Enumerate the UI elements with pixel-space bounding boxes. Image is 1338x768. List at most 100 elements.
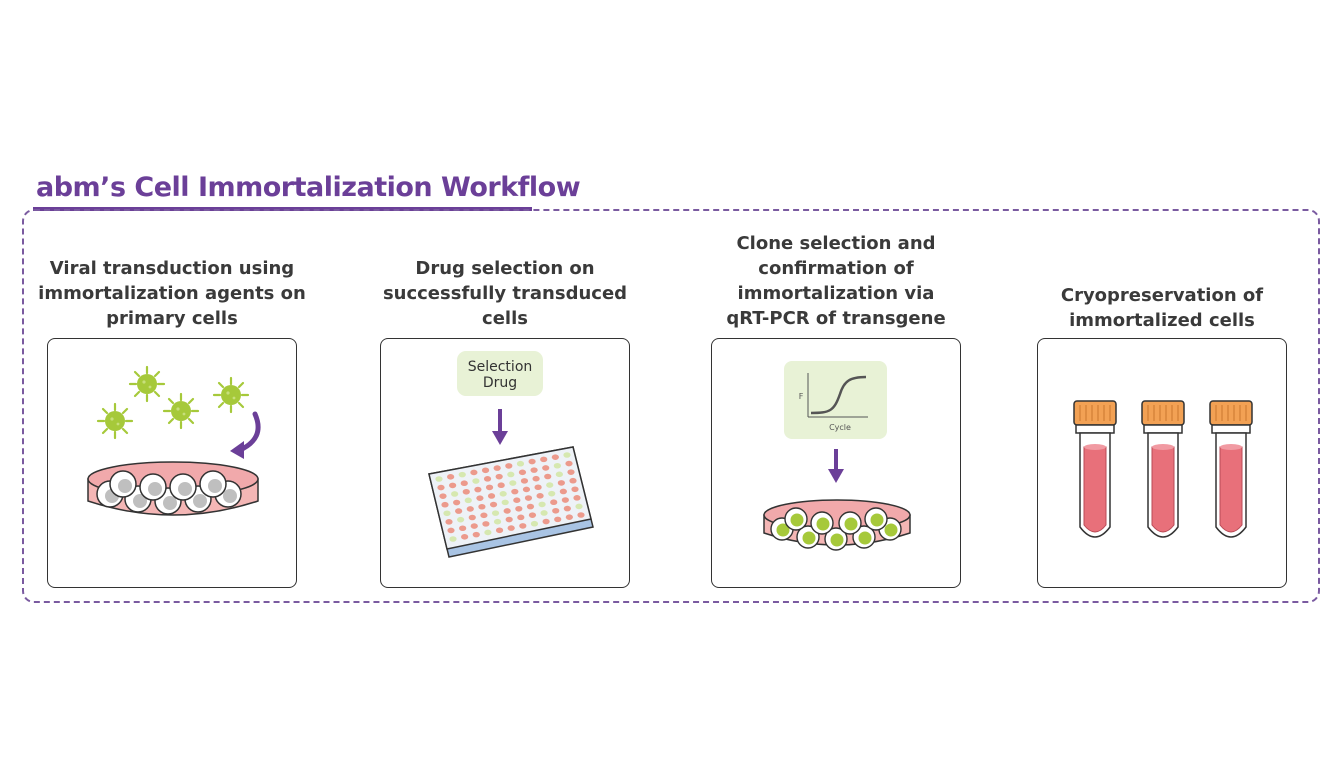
- well: [577, 512, 585, 518]
- drug-selection-illustration: Selection Drug: [428, 351, 594, 558]
- box-text-1: Selection: [468, 359, 533, 375]
- well: [464, 497, 472, 504]
- well: [517, 514, 525, 521]
- well: [507, 471, 515, 478]
- virus-icon: [128, 365, 166, 403]
- immortalized-cell: [870, 513, 884, 527]
- well: [472, 478, 480, 484]
- well: [551, 454, 559, 460]
- well: [532, 475, 540, 482]
- well: [559, 488, 567, 495]
- well: [441, 501, 449, 508]
- selection-drug-box: [457, 351, 543, 396]
- well: [544, 473, 552, 480]
- well: [548, 490, 556, 497]
- well: [530, 520, 539, 527]
- immortalized-cell: [776, 523, 790, 537]
- axis-x-label: Cycle: [829, 423, 851, 432]
- immortalized-cell: [884, 523, 898, 537]
- well: [461, 534, 469, 540]
- virus-icon: [162, 392, 200, 430]
- well: [449, 482, 457, 489]
- well: [552, 507, 560, 514]
- step-3-panel: F Cycle: [711, 338, 961, 588]
- step-3-label: Clone selection and confirmation of immo…: [726, 233, 946, 329]
- well: [516, 460, 525, 467]
- step-2-label: Drug selection on successfully transduce…: [382, 258, 628, 329]
- amplification-curve: [810, 375, 867, 415]
- well: [518, 469, 527, 476]
- well: [542, 465, 550, 471]
- well: [565, 514, 573, 520]
- step-4-panel: [1037, 338, 1287, 588]
- well: [460, 480, 468, 487]
- well: [550, 499, 558, 506]
- well: [573, 495, 581, 501]
- well: [497, 482, 505, 489]
- well: [468, 514, 476, 521]
- well: [445, 519, 453, 525]
- well-plate-icon: [428, 446, 592, 550]
- well: [530, 467, 538, 473]
- virus-icon: [212, 376, 250, 414]
- well: [483, 476, 492, 482]
- cryo-tube-icon: [1141, 400, 1185, 538]
- well: [449, 536, 457, 542]
- well: [528, 458, 536, 465]
- well: [466, 506, 474, 512]
- well: [443, 510, 451, 517]
- cryopreservation-illustration: [1073, 400, 1253, 538]
- well: [528, 512, 537, 518]
- well: [511, 488, 519, 495]
- axis-y-label: F: [799, 392, 804, 401]
- well: [487, 493, 496, 499]
- well: [569, 477, 577, 484]
- immortalized-cell: [816, 517, 830, 531]
- well: [455, 508, 463, 514]
- well: [489, 501, 498, 508]
- well: [519, 523, 527, 529]
- well: [459, 525, 467, 532]
- cryo-tube-icon: [1073, 400, 1117, 538]
- step-1-label: Viral transduction using immortalization…: [38, 258, 306, 329]
- well: [447, 474, 455, 480]
- well: [536, 493, 544, 499]
- step-2-panel: Selection Drug: [380, 338, 630, 588]
- well: [555, 471, 563, 478]
- well: [491, 510, 500, 516]
- well: [553, 462, 561, 469]
- viral-transduction-illustration: [87, 365, 261, 516]
- workflow-frame: [22, 209, 1320, 603]
- down-arrow-icon: [828, 469, 844, 483]
- well: [546, 482, 554, 488]
- immortalized-cell: [802, 531, 816, 545]
- qpcr-curve-box: [784, 361, 887, 439]
- well: [515, 505, 523, 512]
- immortalized-cell: [790, 513, 804, 527]
- well: [522, 486, 531, 493]
- well: [493, 518, 502, 525]
- well: [451, 491, 459, 497]
- well: [495, 527, 504, 534]
- well: [437, 484, 445, 491]
- well: [499, 491, 507, 497]
- immortalized-cell: [858, 531, 872, 545]
- well: [505, 463, 513, 469]
- well: [457, 516, 465, 523]
- well: [485, 484, 494, 491]
- well: [462, 488, 470, 495]
- well: [542, 518, 550, 525]
- well: [554, 516, 562, 523]
- well: [563, 505, 571, 512]
- well: [507, 525, 515, 531]
- well: [575, 503, 583, 510]
- well: [540, 456, 548, 463]
- well: [524, 495, 533, 501]
- step-1-panel: [47, 338, 297, 588]
- well: [505, 516, 513, 523]
- down-arrow-icon: [492, 431, 508, 445]
- step-4-label: Cryopreservation of immortalized cells: [1060, 285, 1264, 331]
- well: [557, 480, 565, 486]
- well: [571, 486, 579, 493]
- well: [567, 469, 575, 475]
